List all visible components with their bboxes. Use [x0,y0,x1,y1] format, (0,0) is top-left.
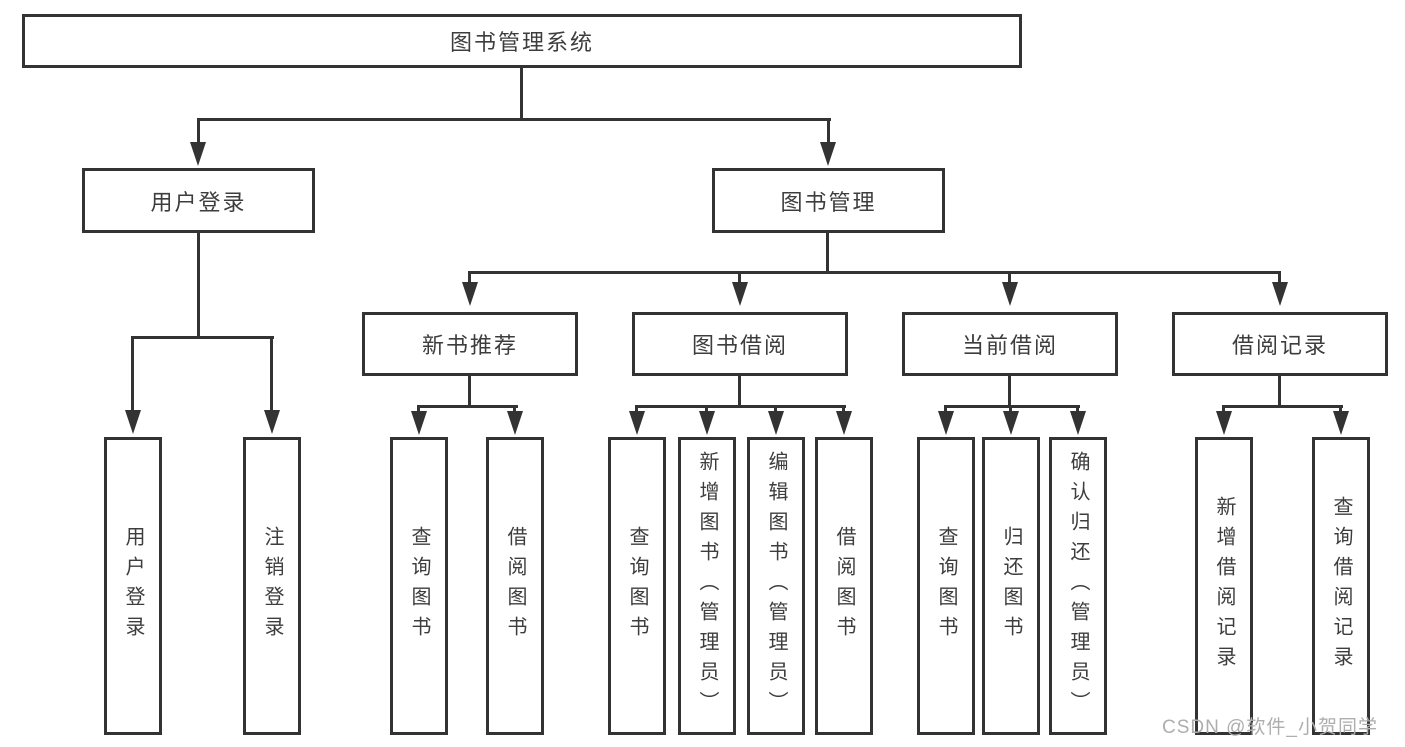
connector-root-bar [197,118,831,121]
connector-drop [705,405,708,413]
leaf-query-books-borrow: 查询图书 [608,437,666,735]
arrowhead-down [411,411,427,435]
arrowhead-down [264,410,280,434]
connector-drop [1008,271,1011,283]
leaf-borrow-books-borrow: 借阅图书 [815,437,873,735]
connector-drop [417,405,420,413]
connector-stem [1278,376,1281,405]
leaf-query-books-newrec: 查询图书 [390,437,448,735]
node-label: 图书管理 [780,189,877,215]
node-current-borrowing: 当前借阅 [902,312,1118,376]
leaf-add-borrow-record: 新增借阅记录 [1195,437,1253,735]
arrowhead-down [699,411,715,435]
arrowhead-down [1002,282,1018,306]
leaf-user-login: 用户登录 [104,437,162,735]
connector-drop [1076,405,1079,413]
node-root: 图书管理系统 [22,14,1022,68]
connector-stem [738,376,741,405]
connector-stem [1008,376,1011,405]
leaf-label: 查询图书 [935,526,957,646]
node-new-book-recommend: 新书推荐 [362,312,578,376]
node-label: 借阅记录 [1231,333,1328,358]
connector-bar [635,405,846,408]
connector-bar [131,336,274,339]
leaf-query-books-current: 查询图书 [917,437,975,735]
arrowhead-down [125,410,141,434]
node-label: 新书推荐 [421,333,518,358]
connector-bar [944,405,1080,408]
leaf-label: 用户登录 [122,526,144,646]
connector-drop [635,405,638,413]
connector-bar [468,271,1281,274]
arrowhead-down [732,282,748,306]
leaf-logout-login: 注销登录 [243,437,301,735]
watermark-text: CSDN @软件_小贺同学 [1162,717,1378,738]
leaf-return-books: 归还图书 [982,437,1040,735]
arrowhead-down [190,142,206,166]
leaf-confirm-return-admin: 确认归还（管理员） [1049,437,1107,735]
node-book-borrowing: 图书借阅 [632,312,848,376]
arrowhead-down [836,411,852,435]
leaf-label: 借阅图书 [833,526,855,646]
leaf-label: 归还图书 [1000,526,1022,646]
connector-drop [827,118,830,146]
connector-stem [826,233,829,271]
leaf-label: 查询借阅记录 [1330,496,1352,676]
arrowhead-down [1070,411,1086,435]
arrowhead-down [1272,282,1288,306]
leaf-label: 查询图书 [408,526,430,646]
connector-stem [197,233,200,336]
leaf-label: 新增借阅记录 [1213,496,1235,676]
connector-drop [270,336,273,412]
leaf-label: 编辑图书（管理员） [765,451,787,721]
arrowhead-down [1333,411,1349,435]
connector-drop [944,405,947,413]
arrowhead-down [507,411,523,435]
leaf-label: 查询图书 [626,526,648,646]
connector-bar [1222,405,1343,408]
leaf-query-borrow-record: 查询借阅记录 [1312,437,1370,735]
leaf-label: 注销登录 [261,526,283,646]
node-root-label: 图书管理系统 [449,30,594,55]
node-label: 图书借阅 [691,333,788,358]
connector-drop [513,405,516,413]
node-book-management: 图书管理 [712,168,945,233]
connector-drop [842,405,845,413]
node-user-login: 用户登录 [82,168,315,233]
arrowhead-down [462,282,478,306]
arrowhead-down [938,411,954,435]
arrowhead-down [768,411,784,435]
node-label: 用户登录 [150,189,247,215]
connector-drop [1278,271,1281,283]
leaf-borrow-books-newrec: 借阅图书 [486,437,544,735]
connector-drop [1009,405,1012,413]
connector-drop [131,336,134,412]
connector-drop [774,405,777,413]
connector-drop [1339,405,1342,413]
connector-drop [468,271,471,283]
connector-drop [738,271,741,283]
connector-stem [468,376,471,405]
connector-drop [197,118,200,146]
node-label: 当前借阅 [961,333,1058,358]
arrowhead-down [629,411,645,435]
connector-root-stem [520,68,523,118]
arrowhead-down [1003,411,1019,435]
connector-bar [417,405,518,408]
arrowhead-down [820,142,836,166]
leaf-add-books-admin: 新增图书（管理员） [678,437,736,735]
leaf-label: 确认归还（管理员） [1067,451,1089,721]
leaf-label: 新增图书（管理员） [696,451,718,721]
node-borrowing-records: 借阅记录 [1172,312,1388,376]
arrowhead-down [1216,411,1232,435]
leaf-label: 借阅图书 [504,526,526,646]
connector-drop [1222,405,1225,413]
leaf-edit-books-admin: 编辑图书（管理员） [747,437,805,735]
